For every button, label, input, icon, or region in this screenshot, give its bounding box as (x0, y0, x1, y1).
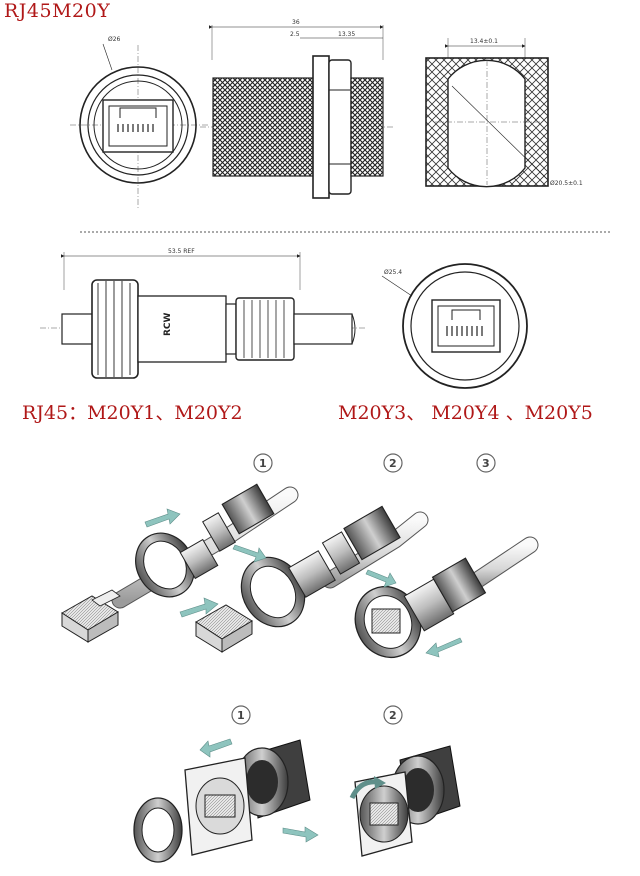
plug-side-view: 53.5 REF RCW (40, 248, 365, 379)
side-view-receptacle: 36 2.5 13.35 (200, 19, 395, 199)
step-2-parts (195, 505, 401, 653)
step-3-assembled (354, 557, 487, 658)
model-list-left: RJ45：M20Y1、M20Y2 (22, 402, 243, 424)
step-1-marker (253, 453, 273, 473)
step-3-marker (476, 453, 496, 473)
panel-cutout-view: 13.4±0.1 Ø20.5±0.1 (425, 38, 583, 188)
arrow-icon (365, 569, 397, 588)
page-title: RJ45M20Y (4, 0, 111, 22)
arrow-icon (179, 597, 219, 618)
thread-length-label: 13.35 (338, 31, 355, 38)
panel-step-2 (349, 745, 461, 857)
cutout-width-label: 13.4±0.1 (470, 38, 498, 45)
panel-step-2-label: 2 (389, 709, 397, 722)
plug-front-view: Ø25.4 (381, 263, 528, 389)
plug-length-label: 53.5 REF (168, 248, 195, 255)
step-2-label: 2 (389, 457, 397, 470)
front-diameter-label: Ø26 (108, 36, 121, 43)
arrow-icon (144, 508, 181, 528)
panel-step-1-marker (231, 705, 251, 725)
panel-step-markers: 1 2 (231, 705, 403, 725)
cutout-diameter-label: Ø20.5±0.1 (550, 180, 583, 187)
arrow-icon (425, 637, 463, 658)
assembly-step-markers: 1 2 3 (253, 453, 496, 473)
arrow-icon (199, 738, 233, 758)
rotate-arrow-head-icon (374, 776, 386, 789)
panel-step-2-marker (383, 705, 403, 725)
motion-arrows (144, 508, 463, 658)
overall-length-label: 36 (292, 19, 300, 26)
step-1-parts (61, 483, 275, 643)
rj45-plug-2 (195, 604, 253, 653)
rj45-plug-1 (61, 589, 121, 643)
plug-diameter-label: Ø25.4 (384, 269, 402, 276)
step-3-label: 3 (482, 457, 490, 470)
panel-step-1-label: 1 (237, 709, 245, 722)
step-2-marker (383, 453, 403, 473)
panel-step-1 (133, 738, 319, 863)
flange-thickness-label: 2.5 (290, 31, 300, 38)
arrow-icon (282, 826, 319, 843)
arrow-icon (232, 544, 267, 563)
step-1-label: 1 (259, 457, 267, 470)
model-list-right: M20Y3、 M20Y4 、M20Y5 (338, 402, 593, 424)
brand-label: RCW (163, 312, 173, 336)
front-view-receptacle: Ø26 (70, 36, 210, 210)
